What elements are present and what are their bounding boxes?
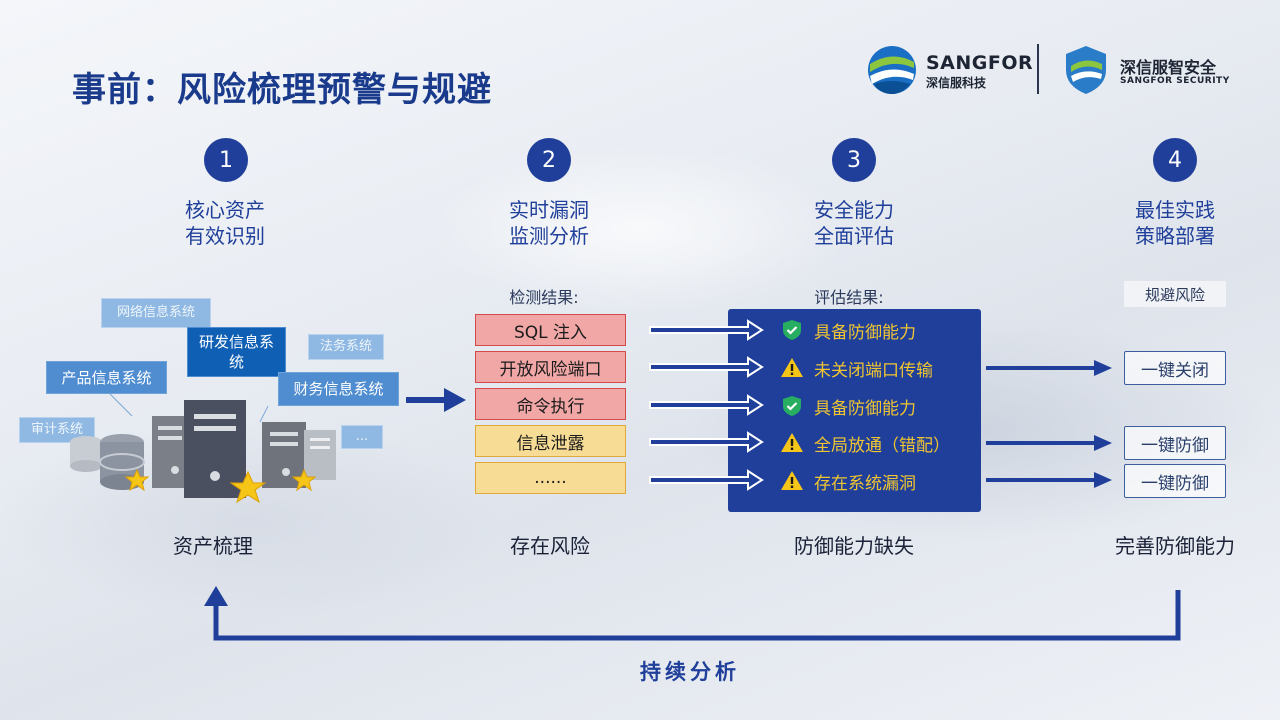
- arrow-to-defend-2: [986, 472, 1112, 488]
- step-3-label: 安全能力 全面评估: [754, 197, 954, 249]
- sangfor-en-text: SANGFOR: [926, 52, 1034, 74]
- step-4-number: 4: [1153, 138, 1197, 182]
- step-2-label: 实时漏洞 监测分析: [449, 197, 649, 249]
- assessment-row-3-text: 具备防御能力: [814, 398, 916, 419]
- arrow-to-defend-1: [986, 435, 1112, 451]
- one-click-close-button[interactable]: 一键关闭: [1124, 351, 1226, 385]
- risk-more: ......: [475, 462, 626, 494]
- step-3-line1: 安全能力: [814, 198, 894, 222]
- step-2-number: 2: [527, 138, 571, 182]
- shield-check-icon: [783, 396, 801, 416]
- page-title: 事前：风险梳理预警与规避: [72, 70, 492, 110]
- server-icon: [152, 416, 188, 488]
- step-4-line2: 策略部署: [1135, 224, 1215, 248]
- detection-heading: 检测结果:: [509, 288, 579, 307]
- sangfor-security-logo: 深信服智安全 SANGFOR SECURITY: [1062, 42, 1229, 98]
- assessment-row-4-text: 全局放通（错配）: [814, 435, 950, 456]
- risk-sql-injection: SQL 注入: [475, 314, 626, 346]
- step-4-bottom-label: 完善防御能力: [1115, 534, 1235, 558]
- risk-command-exec: 命令执行: [475, 388, 626, 420]
- step-4-label: 最佳实践 策略部署: [1075, 197, 1275, 249]
- asset-servers-illustration: [70, 393, 336, 504]
- assessment-panel: [728, 309, 981, 512]
- one-click-defend-button-2[interactable]: 一键防御: [1124, 464, 1226, 498]
- sangfor-cn-text: 深信服科技: [926, 76, 987, 90]
- warning-icon: [781, 433, 803, 452]
- step-2-line1: 实时漏洞: [509, 198, 589, 222]
- shield-check-icon: [783, 320, 801, 340]
- sangfor-logo: SANGFOR 深信服科技: [866, 44, 1033, 96]
- star-icon: [291, 468, 317, 492]
- warning-icon: [781, 358, 803, 377]
- main-server-icon: [184, 400, 246, 498]
- connector-line: [259, 405, 269, 423]
- security-cn-text: 深信服智安全: [1120, 58, 1217, 77]
- detection-to-assessment-arrows: [649, 319, 764, 491]
- assessment-row-5-text: 存在系统漏洞: [814, 473, 916, 494]
- tag-rd-system-text: 研发信息系统: [198, 333, 274, 371]
- step-3-line2: 全面评估: [814, 224, 894, 248]
- step-1-number: 1: [204, 138, 248, 182]
- security-shield-icon: [1066, 46, 1106, 94]
- sangfor-globe-icon: [868, 46, 916, 94]
- step-1-label: 核心资产 有效识别: [125, 197, 325, 249]
- tag-rd-system: 研发信息系统: [187, 327, 286, 377]
- step-4-line1: 最佳实践: [1135, 198, 1215, 222]
- flow-arrow-1: [406, 388, 466, 412]
- database-icon: [70, 434, 145, 490]
- arrow-to-close: [986, 360, 1112, 376]
- warning-icon: [781, 471, 803, 490]
- tag-product-system: 产品信息系统: [46, 361, 167, 394]
- logo-divider: [1037, 44, 1039, 94]
- step-3-number: 3: [832, 138, 876, 182]
- step-2-line2: 监测分析: [509, 224, 589, 248]
- assessment-row-2-text: 未关闭端口传输: [814, 360, 933, 381]
- tag-finance-system: 财务信息系统: [278, 372, 399, 406]
- connector-line: [109, 393, 133, 417]
- step-1-bottom-label: 资产梳理: [173, 534, 253, 558]
- tag-legal-system: 法务系统: [308, 334, 384, 360]
- security-en-text: SANGFOR SECURITY: [1120, 76, 1230, 86]
- assessment-to-action-arrows: [986, 360, 1112, 488]
- step-1-line2: 有效识别: [185, 224, 265, 248]
- arrow-row-2: [649, 356, 764, 378]
- risk-info-leak: 信息泄露: [475, 425, 626, 457]
- assessment-row-2: 未关闭端口传输: [780, 355, 980, 381]
- assessment-heading: 评估结果:: [814, 288, 884, 307]
- avoidance-heading: 规避风险: [1124, 281, 1226, 307]
- tag-more-systems: ...: [341, 425, 383, 449]
- risk-open-port: 开放风险端口: [475, 351, 626, 383]
- star-icon: [229, 470, 267, 504]
- tag-network-system: 网络信息系统: [101, 298, 211, 328]
- arrow-row-4: [649, 431, 764, 453]
- one-click-defend-button-1[interactable]: 一键防御: [1124, 426, 1226, 460]
- step-3-bottom-label: 防御能力缺失: [794, 534, 914, 558]
- assessment-row-4: 全局放通（错配）: [780, 430, 980, 456]
- assessment-row-5: 存在系统漏洞: [780, 468, 980, 494]
- arrow-row-5: [649, 469, 764, 491]
- loop-label: 持续分析: [640, 660, 740, 684]
- assessment-row-1: 具备防御能力: [780, 317, 980, 343]
- arrow-row-1: [649, 319, 764, 341]
- assessment-row-3: 具备防御能力: [780, 393, 980, 419]
- star-icon: [124, 468, 150, 492]
- arrow-row-3: [649, 394, 764, 416]
- step-2-bottom-label: 存在风险: [510, 534, 590, 558]
- feedback-loop-arrow: [204, 586, 1181, 641]
- assessment-row-1-text: 具备防御能力: [814, 322, 916, 343]
- step-1-line1: 核心资产: [185, 198, 265, 222]
